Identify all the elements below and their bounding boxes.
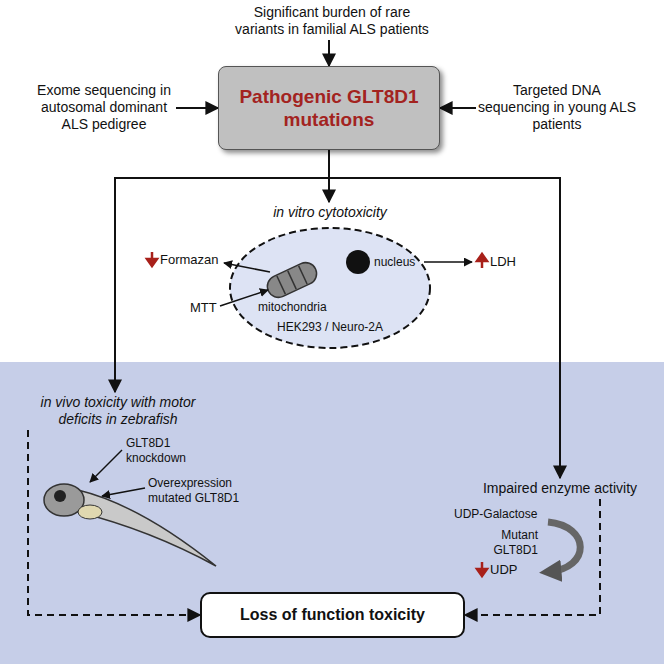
pointer-arrow: [90, 450, 122, 482]
connector-arrow: [115, 150, 329, 392]
substrate-label: UDP-Galactose: [454, 507, 546, 522]
product-label: UDP: [490, 562, 530, 577]
assay-label: LDH: [490, 254, 530, 269]
node-text: in vitro cytotoxicity: [250, 204, 410, 221]
node-text: in vivo toxicity with motor deficits in …: [18, 394, 218, 428]
cell-outline: [230, 228, 430, 348]
increase-arrow: [477, 254, 487, 268]
formazan-arrow: [224, 263, 270, 272]
connector-arrow: [328, 40, 330, 66]
node-text: Exome sequencing in autosomal dominant A…: [34, 82, 174, 133]
reaction-arrow: [548, 522, 580, 572]
treatment-label: GLT8D1 knockdown: [126, 436, 206, 466]
mitochondria-shape: [264, 259, 320, 301]
node-text: Impaired enzyme activity: [472, 480, 648, 497]
source-text: Significant burden of rare variants in f…: [228, 4, 436, 38]
node-text: Pathogenic GLT8D1 mutations: [233, 85, 425, 131]
result-box: Loss of function toxicity: [200, 592, 465, 638]
decrease-arrow: [147, 252, 157, 266]
ldh-arrow: [424, 261, 472, 263]
node-text: Targeted DNA sequencing in young ALS pat…: [478, 82, 636, 133]
part-label: nucleus: [374, 255, 434, 270]
section-heading: in vitro cytotoxicity: [250, 204, 410, 221]
pointer-arrow: [102, 488, 145, 496]
node-text: Significant burden of rare variants in f…: [228, 4, 436, 38]
source-text: Targeted DNA sequencing in young ALS pat…: [478, 82, 636, 133]
section-heading: Impaired enzyme activity: [472, 480, 648, 497]
assay-label: MTT: [190, 300, 220, 315]
decrease-arrow: [477, 562, 487, 576]
connector-arrow: [176, 107, 218, 109]
central-box: Pathogenic GLT8D1 mutations: [218, 66, 440, 150]
nucleus-shape: [346, 250, 370, 274]
source-text: Exome sequencing in autosomal dominant A…: [34, 82, 174, 133]
node-text: Loss of function toxicity: [240, 605, 425, 625]
part-label: mitochondria: [258, 300, 338, 315]
treatment-label: Overexpression mutated GLT8D1: [148, 476, 248, 506]
section-heading: in vivo toxicity with motor deficits in …: [18, 394, 218, 428]
assay-label: Formazan: [160, 252, 222, 267]
connector-arrow: [329, 150, 560, 478]
connector-arrow: [440, 107, 476, 109]
cell-line-label: HEK293 / Neuro-2A: [270, 320, 390, 335]
enzyme-label: Mutant GLT8D1: [470, 528, 538, 558]
